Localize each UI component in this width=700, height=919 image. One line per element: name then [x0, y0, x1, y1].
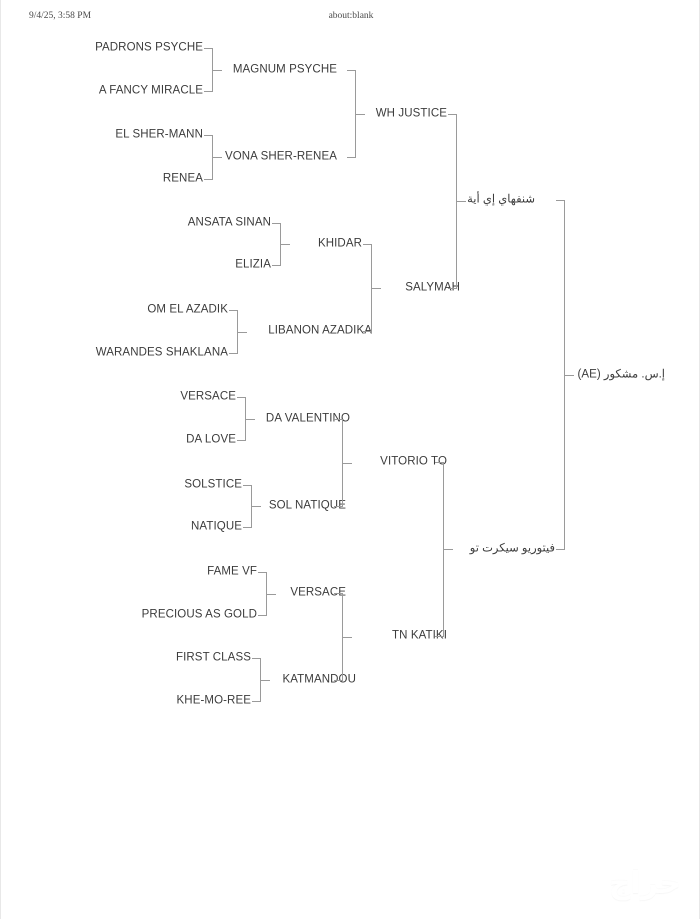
pedigree-connector: [435, 462, 453, 637]
pedigree-node-gen1: فيتوريو سيكرت تو: [469, 542, 555, 555]
pedigree-node-root: إ.س. مشكور (AE): [577, 368, 665, 381]
pedigree-node-gen4: OM EL AZADIK: [147, 303, 228, 316]
pedigree-node-gen4: NATIQUE: [191, 520, 242, 533]
pedigree-node-gen3: KATMANDOU: [282, 673, 356, 686]
pedigree-connector: [258, 572, 276, 616]
pedigree-connector: [334, 419, 352, 507]
print-header: 9/4/25, 3:58 PM about:blank: [1, 11, 699, 27]
pedigree-node-gen3: SOL NATIQUE: [268, 499, 346, 512]
pedigree-connector: [204, 48, 222, 92]
pedigree-node-gen4: PRECIOUS AS GOLD: [141, 608, 257, 621]
pedigree-node-gen4: ANSATA SINAN: [187, 216, 271, 229]
pedigree-node-gen4: A FANCY MIRACLE: [98, 84, 203, 97]
pedigree-connector: [334, 593, 352, 681]
pedigree-node-gen3: LIBANON AZADIKA: [268, 324, 372, 337]
pedigree-connector: [252, 658, 270, 702]
pedigree-connector: [229, 310, 247, 354]
pedigree-node-gen3: VONA SHER-RENEA: [224, 150, 337, 163]
pedigree-node-gen4: DA LOVE: [186, 433, 236, 446]
pedigree-node-gen3: VERSACE: [290, 586, 346, 599]
pedigree-connector: [556, 200, 574, 550]
watermark: حراج: [608, 866, 681, 901]
pedigree-node-gen2: SALYMAH: [405, 281, 460, 294]
pedigree-connector: [237, 397, 255, 441]
pedigree-connector: [363, 244, 381, 332]
pedigree-node-gen4: ELIZIA: [235, 258, 271, 271]
pedigree-node-gen3: MAGNUM PSYCHE: [232, 63, 337, 76]
print-date: 9/4/25, 3:58 PM: [29, 11, 92, 21]
pedigree-node-gen3: KHIDAR: [317, 237, 362, 250]
pedigree-node-gen4: FIRST CLASS: [175, 651, 251, 664]
pedigree-node-gen2: VITORIO TO: [380, 455, 447, 468]
print-url: about:blank: [328, 11, 374, 21]
pedigree-node-gen2: TN KATIKI: [392, 629, 447, 642]
pedigree-node-gen4: KHE-MO-REE: [176, 694, 251, 707]
pedigree-node-gen4: RENEA: [162, 172, 203, 185]
pedigree-node-gen4: PADRONS PSYCHE: [95, 41, 203, 54]
pedigree-node-gen3: DA VALENTINO: [265, 412, 350, 425]
pedigree-connector: [243, 485, 261, 528]
pedigree-node-gen4: WARANDES SHAKLANA: [95, 346, 228, 359]
pedigree-connector: [448, 114, 466, 289]
pedigree-node-gen4: EL SHER-MANN: [115, 128, 203, 141]
pedigree-node-gen4: VERSACE: [180, 390, 236, 403]
pedigree-node-gen2: WH JUSTICE: [375, 107, 447, 120]
pedigree-node-gen4: FAME VF: [207, 565, 257, 578]
pedigree-connector: [204, 135, 222, 180]
pedigree-connector: [272, 223, 290, 266]
pedigree-connector: [347, 70, 365, 158]
pedigree-node-gen1: شنفهاي إي أية: [467, 193, 535, 206]
pedigree-node-gen4: SOLSTICE: [184, 478, 242, 491]
